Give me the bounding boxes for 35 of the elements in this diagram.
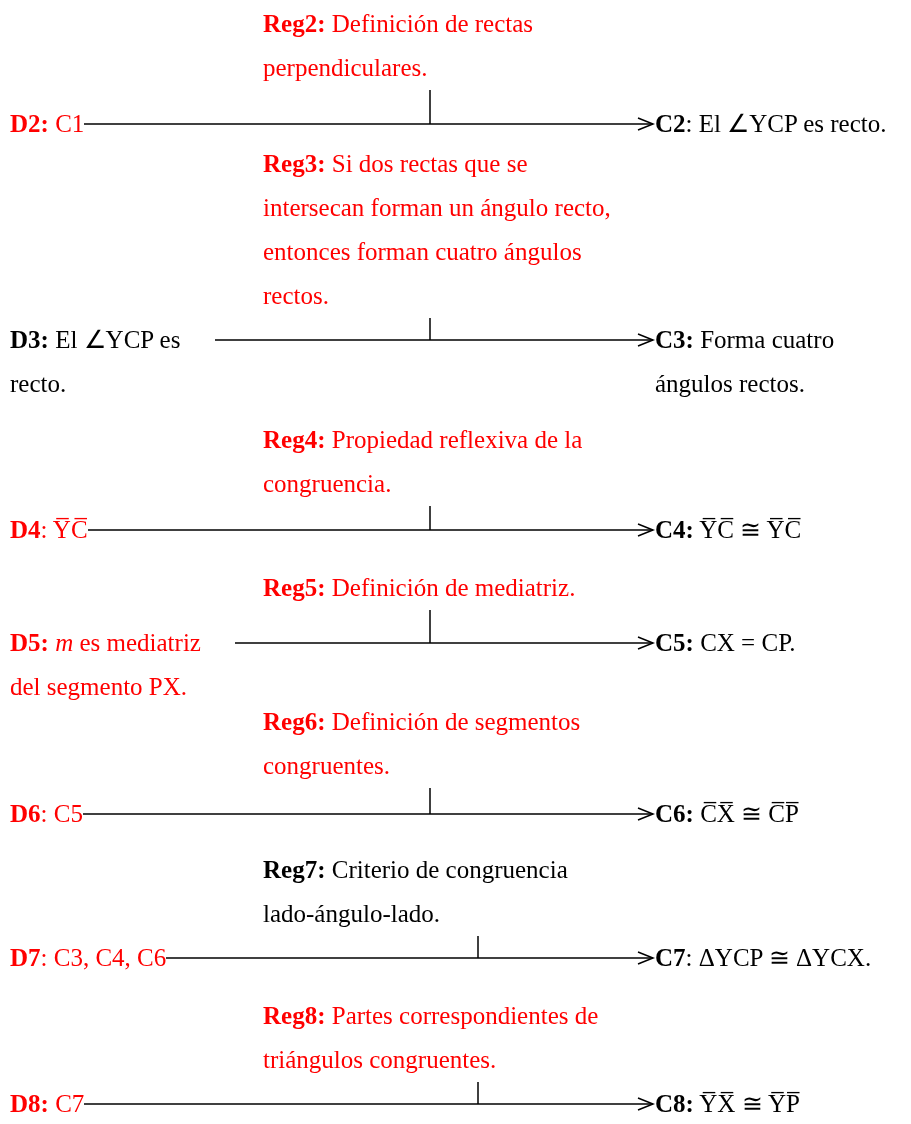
claim-text: C4: Y̅C̅ ≅ Y̅C̅ (655, 508, 802, 552)
connector-line (429, 505, 431, 531)
data-text: D4: Y̅C̅ (10, 508, 88, 552)
data-text: D8: C7 (10, 1082, 85, 1124)
connector-line (429, 89, 431, 125)
data-text: D3: El ∠YCP es recto. (10, 318, 215, 406)
warrant-text: Reg2: Definición de rectas perpendiculares. (263, 2, 613, 90)
arrow (82, 807, 654, 821)
claim-text: C5: CX = CP. (655, 621, 796, 665)
connector-line (477, 1081, 479, 1105)
data-text: D5: m es mediatriz del segmento PX. (10, 621, 235, 709)
claim-text: C7: ΔYCP ≅ ΔYCX. (655, 936, 872, 980)
warrant-text: Reg7: Criterio de congruencia lado-ángulo-lado. (263, 848, 613, 936)
data-text: D7: C3, C4, C6 (10, 936, 167, 980)
claim-text: C8: Y̅X̅ ≅ Y̅P̅ (655, 1082, 800, 1124)
warrant-text: Reg5: Definición de mediatriz. (263, 566, 613, 610)
data-text: D2: C1 (10, 102, 85, 146)
claim-text: C2: El ∠YCP es recto. (655, 102, 887, 146)
arrow (87, 523, 654, 537)
claim-text: C3: Forma cuatro ángulos rectos. (655, 318, 890, 406)
arrow (165, 951, 654, 965)
warrant-text: Reg4: Propiedad reflexiva de la congruencia. (263, 418, 613, 506)
data-text: D6: C5 (10, 792, 83, 836)
arrow (234, 636, 654, 650)
warrant-text: Reg6: Definición de segmentos congruentes. (263, 700, 613, 788)
connector-line (429, 787, 431, 815)
arrow (214, 333, 654, 347)
connector-line (477, 935, 479, 959)
connector-line (429, 609, 431, 644)
arrow (83, 117, 654, 131)
arrow (83, 1097, 654, 1111)
warrant-text: Reg3: Si dos rectas que se intersecan forman un ángulo recto, entonces forman cuatro ángulos rectos. (263, 142, 613, 318)
warrant-text: Reg8: Partes correspondientes de triángulos congruentes. (263, 994, 613, 1082)
claim-text: C6: C̅X̅ ≅ C̅P̅ (655, 792, 799, 836)
connector-line (429, 317, 431, 341)
